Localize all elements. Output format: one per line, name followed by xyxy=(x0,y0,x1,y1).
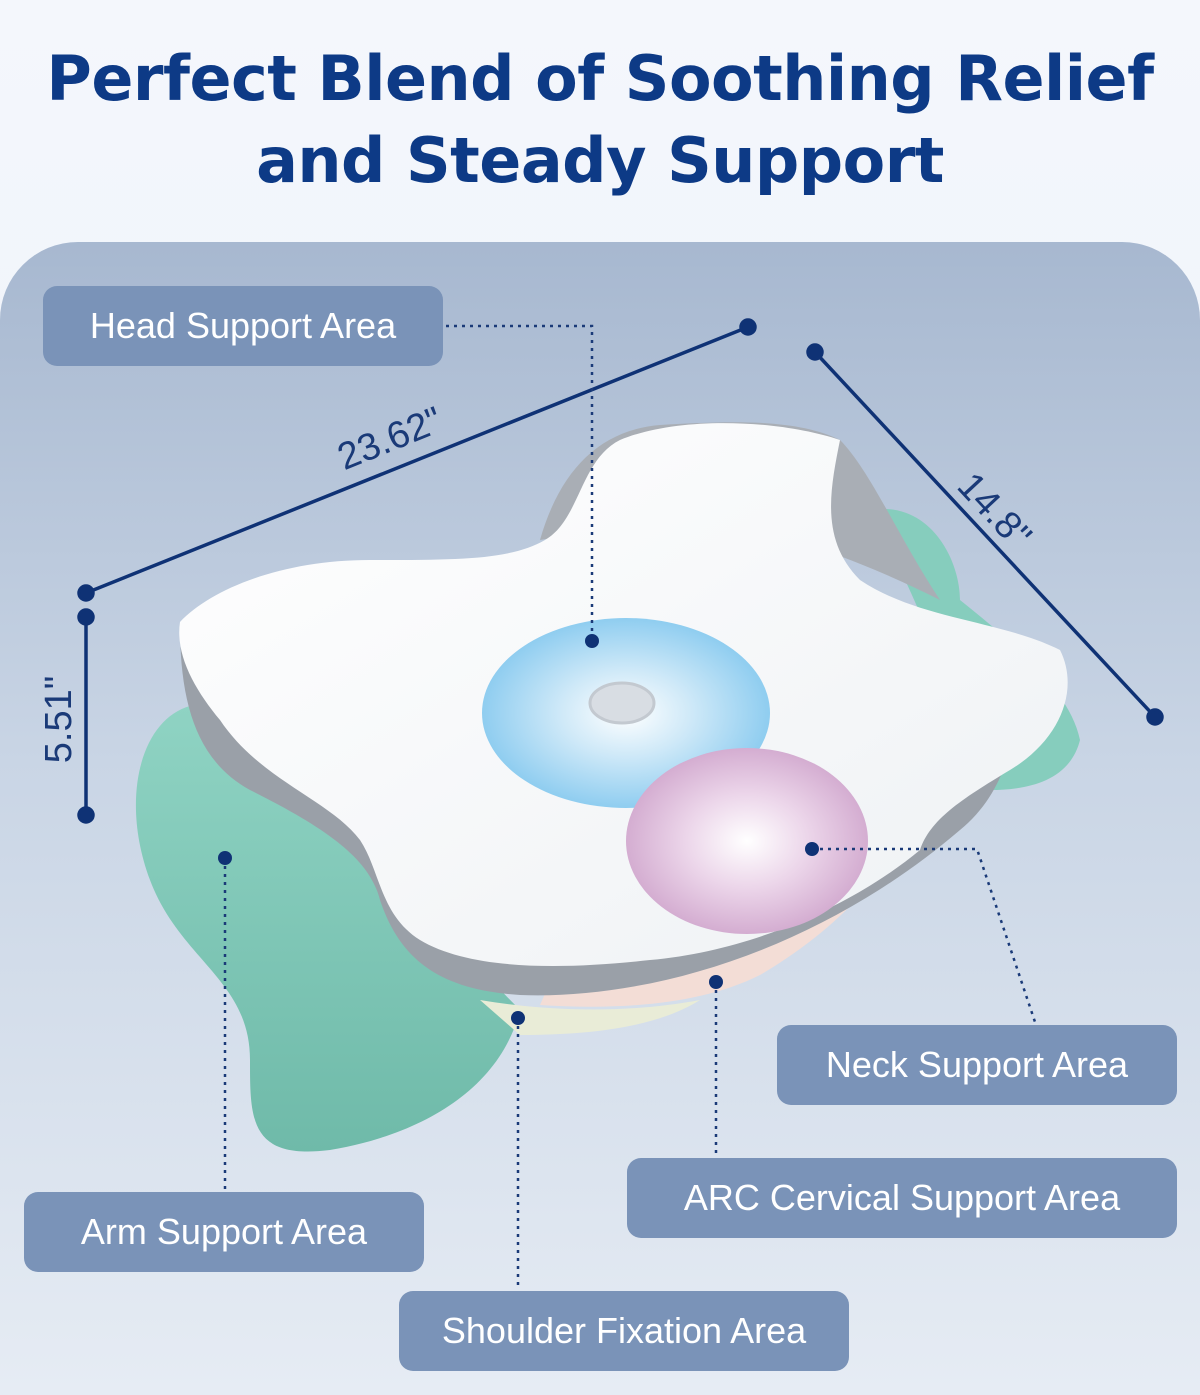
shoulder-fixation-label: Shoulder Fixation Area xyxy=(399,1291,849,1371)
head-support-label: Head Support Area xyxy=(43,286,443,366)
shoulder-pad xyxy=(480,1000,700,1035)
arm-support-label: Arm Support Area xyxy=(24,1192,424,1272)
neck-support-zone xyxy=(626,748,868,934)
neck-support-label: Neck Support Area xyxy=(777,1025,1177,1105)
headline-line-1: Perfect Blend of Soothing Relief xyxy=(46,42,1154,115)
dimension-lines xyxy=(77,318,1164,824)
arc-cervical-support-label: ARC Cervical Support Area xyxy=(627,1158,1177,1238)
dimension-height: 5.51" xyxy=(38,675,81,764)
headline: Perfect Blend of Soothing Relief and Ste… xyxy=(0,38,1200,202)
arm-wing xyxy=(135,705,520,1152)
headline-line-2: and Steady Support xyxy=(256,124,944,197)
leader-lines xyxy=(223,324,1037,1290)
leader-dots xyxy=(218,634,819,1025)
head-hole xyxy=(588,681,656,725)
